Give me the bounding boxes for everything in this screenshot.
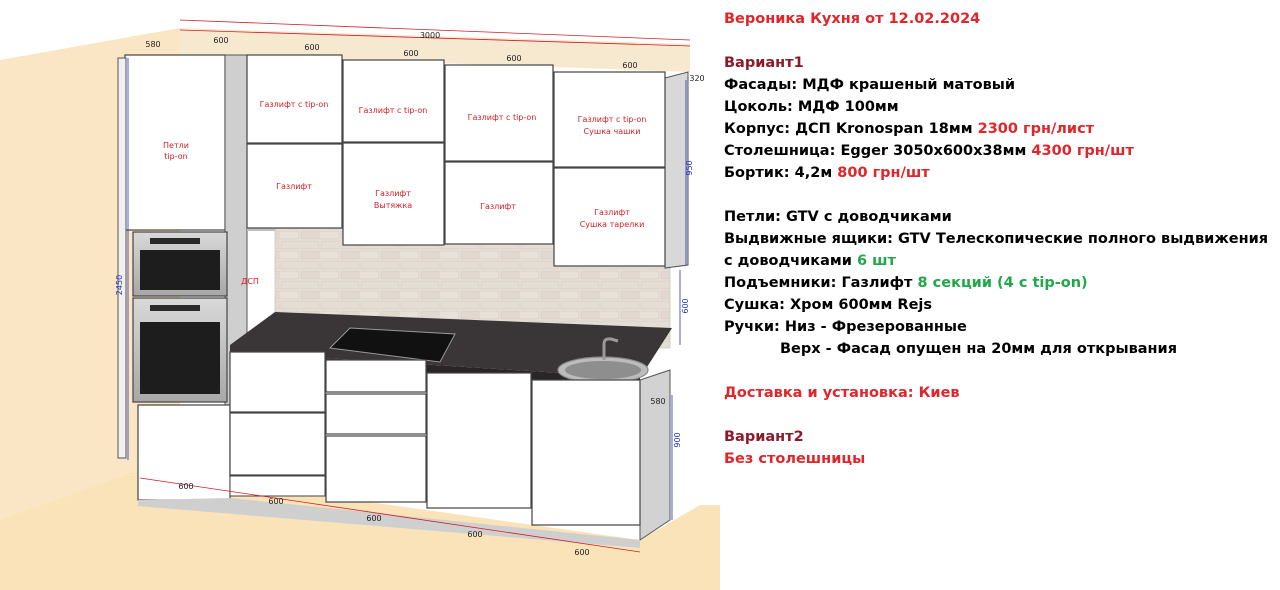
- label-upper-2-bottom-a: Газлифт: [375, 189, 411, 198]
- dim-top-depth: 580: [145, 40, 160, 49]
- label-dsp: ДСП: [241, 277, 259, 286]
- back-wall-top: [180, 28, 690, 72]
- kitchen-drawing: Газлифт с tip-on Газлифт с tip-on Газлиф…: [0, 19, 720, 590]
- base-cabinets: [229, 351, 641, 526]
- label-upper-4-bottom-a: Газлифт: [594, 208, 630, 217]
- dim-base-height: 900: [673, 432, 682, 447]
- dim-backsplash: 600: [681, 298, 690, 313]
- spec-panel: Вероника Кухня от 12.02.2024 Вариант1 Фа…: [724, 8, 1274, 470]
- dim-floor-w3: 600: [366, 514, 381, 523]
- variant2-text: Без столешницы: [724, 451, 866, 467]
- spec-dryer: Сушка: Хром 600мм Rejs: [724, 297, 933, 313]
- spec-body: Корпус: ДСП Kronospan 18мм 2300 грн/лист: [724, 121, 1095, 137]
- spec-plinth: Цоколь: МДФ 100мм: [724, 99, 899, 115]
- dim-upper-depth: 320: [689, 74, 704, 83]
- spec-delivery: Доставка и установка: Киев: [724, 385, 960, 401]
- dim-floor-w4: 600: [467, 530, 482, 539]
- dim-upper-w1: 600: [213, 36, 228, 45]
- spec-facades: Фасады: МДФ крашеный матовый: [724, 77, 1016, 93]
- label-tall-a: Петли: [163, 141, 189, 150]
- dim-floor-w5: 600: [574, 548, 589, 557]
- spec-title: Вероника Кухня от 12.02.2024: [724, 11, 981, 27]
- tall-column-left: [117, 57, 127, 459]
- label-upper-2-top: Газлифт с tip-on: [359, 106, 428, 115]
- dim-base-depth: 580: [650, 397, 665, 406]
- label-upper-1-top: Газлифт с tip-on: [260, 100, 329, 109]
- right-side-panel: [639, 369, 671, 541]
- label-upper-3-bottom: Газлифт: [480, 202, 516, 211]
- upper-cabinets: [246, 54, 666, 267]
- dim-upper-w4: 600: [506, 54, 521, 63]
- label-upper-2-bottom-b: Вытяжка: [374, 201, 412, 210]
- dim-upper-w2: 600: [304, 43, 319, 52]
- dim-total-width: 3000: [420, 31, 440, 40]
- spec-hinges: Петли: GTV с доводчиками: [724, 209, 952, 225]
- variant2-title: Вариант2: [724, 429, 804, 445]
- label-upper-4-bottom-b: Сушка тарелки: [580, 220, 645, 229]
- dim-upper-w3: 600: [403, 49, 418, 58]
- variant1-title: Вариант1: [724, 55, 804, 71]
- spec-edge: Бортик: 4,2м 800 грн/шт: [724, 165, 930, 181]
- spec-countertop: Столешница: Egger 3050x600x38мм 4300 грн…: [724, 143, 1134, 159]
- label-tall-b: tip-on: [164, 152, 187, 161]
- label-upper-1-bottom: Газлифт: [276, 182, 312, 191]
- spec-lifts: Подъемники: Газлифт 8 секций (4 с tip-on…: [724, 275, 1088, 291]
- dim-height-total: 2450: [115, 275, 124, 295]
- label-upper-4-top-a: Газлифт с tip-on: [578, 115, 647, 124]
- dim-upper-height: 950: [685, 160, 694, 175]
- tall-column-top: [124, 54, 226, 231]
- faucet: [602, 337, 619, 360]
- countertop: [230, 312, 672, 378]
- spec-handles-2: Верх - Фасад опущен на 20мм для открыван…: [780, 341, 1178, 357]
- label-upper-4-top-b: Сушка чашки: [584, 127, 641, 136]
- spec-drawers-2: с доводчиками 6 шт: [724, 253, 896, 269]
- dim-floor-w1: 600: [178, 482, 193, 491]
- spec-handles: Ручки: Низ - Фрезерованные: [724, 319, 967, 335]
- cooktop: [328, 327, 456, 363]
- floor-right: [640, 505, 720, 590]
- dim-upper-w5: 600: [622, 61, 637, 70]
- spec-drawers: Выдвижные ящики: GTV Телескопические пол…: [724, 231, 1269, 247]
- dim-floor-w2: 600: [268, 497, 283, 506]
- plinth: [138, 498, 640, 548]
- label-upper-3-top: Газлифт с tip-on: [468, 113, 537, 122]
